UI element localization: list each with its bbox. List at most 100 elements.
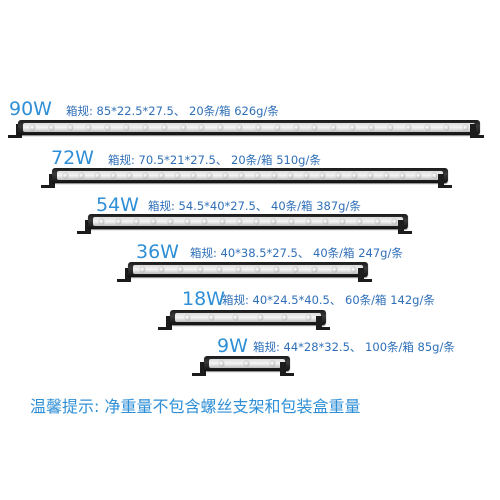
led-chip-icon <box>416 173 422 178</box>
led-chip-icon <box>350 267 356 272</box>
product-row-54w: 54W 箱规: 54.5*40*27.5、 40条/箱 387g/条 <box>0 0 500 234</box>
led-chip-icon <box>197 267 203 272</box>
led-chip-icon <box>239 173 245 178</box>
led-chip-icon <box>94 173 100 178</box>
led-chip-icon <box>387 125 393 130</box>
led-chip-icon <box>150 219 156 224</box>
led-chip-icon <box>335 173 341 178</box>
led-chip-icon <box>255 125 261 130</box>
led-chip-icon <box>233 315 239 320</box>
led-chip-icon <box>78 173 84 178</box>
led-chip-icon <box>48 125 54 130</box>
led-chip-icon <box>340 219 346 224</box>
weight-notice: 温馨提示: 净重量不包含螺丝支架和包装盒重量 <box>30 397 361 416</box>
led-chip-icon <box>288 219 294 224</box>
led-chip-icon <box>331 125 337 130</box>
led-chip-icon <box>271 173 277 178</box>
led-chip-icon <box>271 219 277 224</box>
led-bar-90w-image <box>18 120 480 135</box>
led-chip-icon <box>255 267 261 272</box>
led-chip-icon <box>180 125 186 130</box>
led-chip-icon <box>207 173 213 178</box>
spec-text: 箱规: 70.5*21*27.5、 20条/箱 510g/条 <box>108 153 321 167</box>
led-chip-icon <box>140 267 146 272</box>
led-chip-icon <box>185 219 191 224</box>
led-chip-icon <box>175 173 181 178</box>
led-chip-icon <box>142 125 148 130</box>
led-chip-icon <box>303 173 309 178</box>
led-chip-icon <box>255 173 261 178</box>
wattage-label: 72W <box>51 147 94 169</box>
led-chip-icon <box>274 125 280 130</box>
led-chip-icon <box>199 125 205 130</box>
led-chip-icon <box>223 173 229 178</box>
led-chip-icon <box>86 125 92 130</box>
led-chip-icon <box>425 125 431 130</box>
led-chip-icon <box>305 219 311 224</box>
led-chip-icon <box>281 315 287 320</box>
spec-text: 箱规: 44*28*32.5、 100条/箱 85g/条 <box>253 340 455 354</box>
bracket-left-icon <box>192 362 206 376</box>
led-chip-icon <box>235 267 241 272</box>
led-chip-icon <box>124 125 130 130</box>
led-chip-icon <box>400 173 406 178</box>
led-chip-icon <box>293 125 299 130</box>
led-chip-icon <box>254 219 260 224</box>
bracket-right-icon <box>316 316 330 330</box>
led-chip-icon <box>142 173 148 178</box>
led-chip-icon <box>159 267 165 272</box>
led-chip-icon <box>216 267 222 272</box>
led-chip-icon <box>161 125 167 130</box>
led-chip-icon <box>319 173 325 178</box>
led-chip-icon <box>368 125 374 130</box>
product-row-9w: 9W 箱规: 44*28*32.5、 100条/箱 85g/条 <box>0 0 500 376</box>
led-chip-icon <box>219 361 225 366</box>
led-bar-18w-image <box>170 310 326 325</box>
wattage-label: 54W <box>96 194 139 216</box>
led-chip-icon <box>444 125 450 130</box>
product-row-36w: 36W 箱规: 40*38.5*27.5、 40条/箱 247g/条 <box>0 0 500 282</box>
bracket-left-icon <box>158 316 172 330</box>
led-chip-icon <box>274 267 280 272</box>
led-chip-icon <box>257 315 263 320</box>
led-chip-icon <box>357 219 363 224</box>
led-chip-icon <box>237 125 243 130</box>
led-bar-9w-image <box>204 356 290 371</box>
led-chip-icon <box>244 361 250 366</box>
led-lens <box>209 359 285 368</box>
led-bar-72w-image <box>52 168 448 183</box>
led-chip-icon <box>269 361 275 366</box>
led-chip-icon <box>218 125 224 130</box>
led-chip-icon <box>293 267 299 272</box>
wattage-label: 18W <box>182 288 225 310</box>
led-chip-icon <box>312 267 318 272</box>
product-row-90w: 90W 箱规: 85*22.5*27.5、 20条/箱 626g/条 <box>0 0 500 138</box>
led-chip-icon <box>391 219 397 224</box>
led-chip-icon <box>99 219 105 224</box>
spec-text: 箱规: 54.5*40*27.5、 40条/箱 387g/条 <box>148 199 361 213</box>
led-chip-icon <box>133 219 139 224</box>
led-lens <box>133 265 363 274</box>
spec-text: 箱规: 40*38.5*27.5、 40条/箱 247g/条 <box>190 246 403 260</box>
led-chip-icon <box>312 125 318 130</box>
spec-text: 箱规: 40*24.5*40.5、 60条/箱 142g/条 <box>222 293 435 307</box>
led-chip-icon <box>306 315 312 320</box>
led-chip-icon <box>116 219 122 224</box>
led-bar-36w-image <box>128 262 368 277</box>
led-chip-icon <box>331 267 337 272</box>
bracket-right-icon <box>358 268 372 282</box>
led-chip-icon <box>202 219 208 224</box>
led-chip-icon <box>105 125 111 130</box>
led-chip-icon <box>351 173 357 178</box>
led-chip-icon <box>126 173 132 178</box>
led-chip-icon <box>287 173 293 178</box>
led-chip-icon <box>191 173 197 178</box>
led-lens <box>93 217 403 226</box>
led-lens <box>57 171 443 180</box>
bracket-right-icon <box>470 124 484 138</box>
led-chip-icon <box>110 173 116 178</box>
bracket-right-icon <box>438 174 452 188</box>
led-chip-icon <box>29 125 35 130</box>
led-chip-icon <box>368 173 374 178</box>
wattage-label: 36W <box>136 241 179 263</box>
